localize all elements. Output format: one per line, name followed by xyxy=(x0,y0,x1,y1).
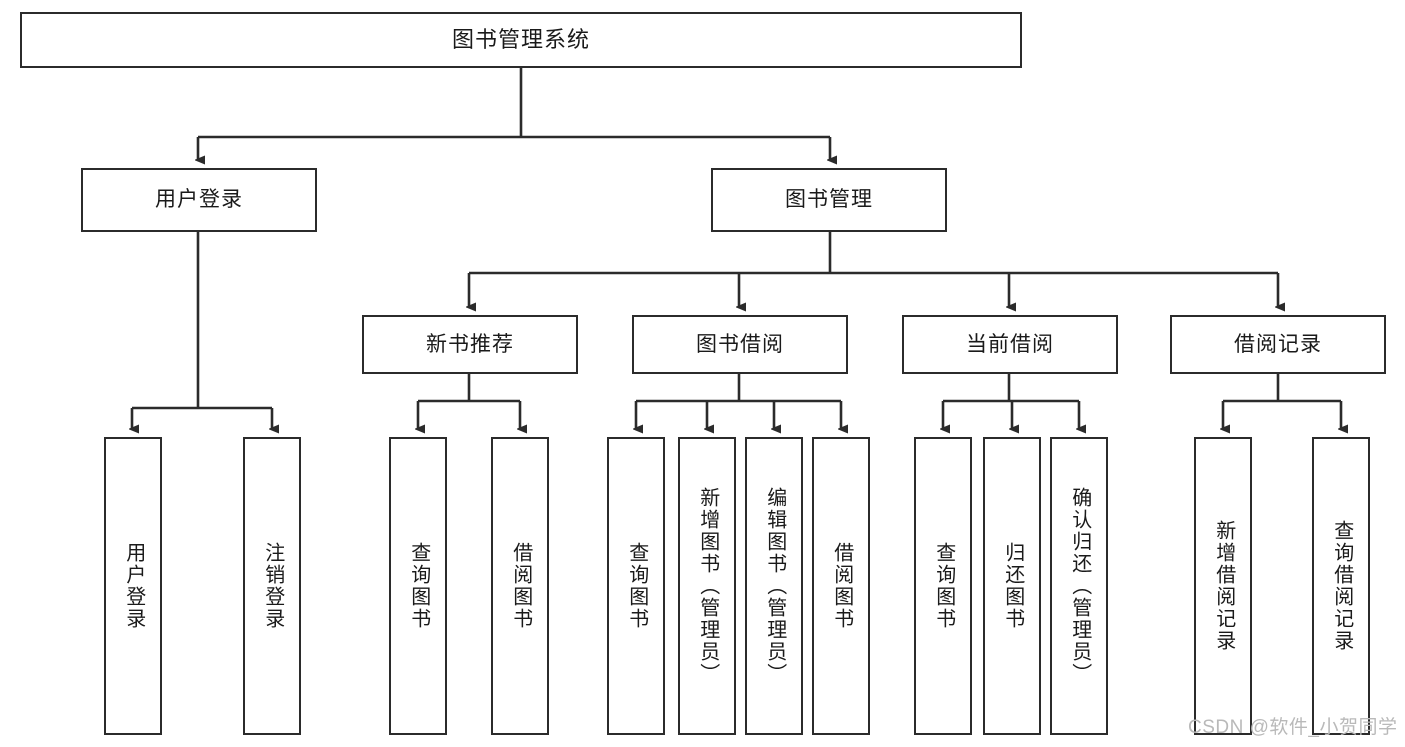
node-label: 图书管理系统 xyxy=(451,26,590,52)
leaf-return-book[interactable]: 归还图书 xyxy=(983,437,1041,735)
node-book-manage[interactable]: 图书管理 xyxy=(711,168,947,232)
csdn-watermark: CSDN @软件_小贺同学 xyxy=(1188,717,1398,738)
leaf-query-borrow-record[interactable]: 查询借阅记录 xyxy=(1312,437,1370,735)
node-label: 新增借阅记录 xyxy=(1212,520,1235,652)
node-label: 图书借阅 xyxy=(696,332,784,356)
leaf-logout[interactable]: 注销登录 xyxy=(243,437,301,735)
node-label: 借阅图书 xyxy=(509,542,532,630)
node-label: 新书推荐 xyxy=(426,332,514,356)
node-current-borrow[interactable]: 当前借阅 xyxy=(902,315,1118,374)
node-root-book-management-system[interactable]: 图书管理系统 xyxy=(20,12,1022,68)
leaf-add-borrow-record[interactable]: 新增借阅记录 xyxy=(1194,437,1252,735)
node-label: 编辑图书（管理员） xyxy=(763,487,786,685)
leaf-query-book-new-recommend[interactable]: 查询图书 xyxy=(389,437,447,735)
node-label: 当前借阅 xyxy=(966,332,1054,356)
leaf-confirm-return-admin[interactable]: 确认归还（管理员） xyxy=(1050,437,1108,735)
leaf-borrow-book[interactable]: 借阅图书 xyxy=(812,437,870,735)
leaf-query-book-borrow[interactable]: 查询图书 xyxy=(607,437,665,735)
node-label: 查询图书 xyxy=(625,542,648,630)
leaf-edit-book-admin[interactable]: 编辑图书（管理员） xyxy=(745,437,803,735)
node-label: 查询图书 xyxy=(407,542,430,630)
node-label: 确认归还（管理员） xyxy=(1068,487,1091,685)
node-borrow-record[interactable]: 借阅记录 xyxy=(1170,315,1386,374)
leaf-query-book-current[interactable]: 查询图书 xyxy=(914,437,972,735)
node-user-login[interactable]: 用户登录 xyxy=(81,168,317,232)
node-label: 用户登录 xyxy=(122,542,145,630)
node-label: 查询图书 xyxy=(932,542,955,630)
node-label: 图书管理 xyxy=(785,188,873,212)
leaf-borrow-book-new-recommend[interactable]: 借阅图书 xyxy=(491,437,549,735)
leaf-add-book-admin[interactable]: 新增图书（管理员） xyxy=(678,437,736,735)
node-label: 查询借阅记录 xyxy=(1330,520,1353,652)
node-label: 借阅图书 xyxy=(830,542,853,630)
node-label: 用户登录 xyxy=(155,188,243,212)
node-new-book-recommend[interactable]: 新书推荐 xyxy=(362,315,578,374)
leaf-user-login[interactable]: 用户登录 xyxy=(104,437,162,735)
node-book-borrow[interactable]: 图书借阅 xyxy=(632,315,848,374)
node-label: 归还图书 xyxy=(1001,542,1024,630)
node-label: 注销登录 xyxy=(261,542,284,630)
node-label: 新增图书（管理员） xyxy=(696,487,719,685)
node-label: 借阅记录 xyxy=(1234,332,1322,356)
